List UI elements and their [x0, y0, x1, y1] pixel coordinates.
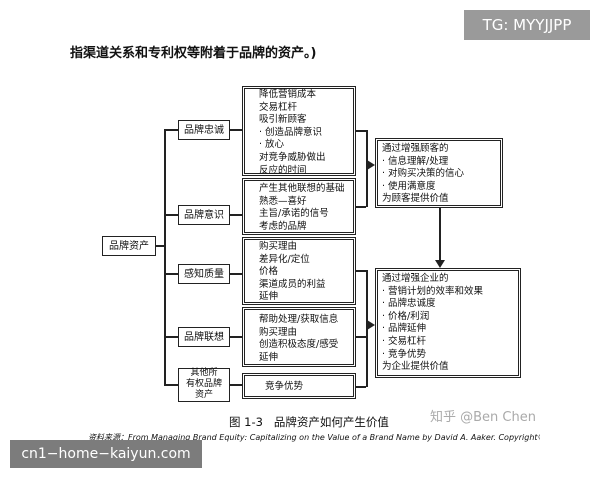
- category-label: 品牌忠诚: [184, 125, 224, 136]
- benefit-box-awareness: 产生其他联想的基础 熟悉—喜好 主旨/承诺的信号 考虑的品牌: [242, 178, 356, 235]
- benefit-text: 竞争优势: [265, 381, 304, 392]
- customer-value-box: 通过增强顾客的 · 信息理解/处理 · 对购买决策的信心 · 使用满意度 为顾客…: [375, 138, 503, 208]
- benefit-out-5: [356, 386, 366, 388]
- benefit-text: 购买理由 差异化/定位 价格 渠道成员的利益 延伸: [259, 241, 326, 303]
- firm-value-box: 通过增强企业的 · 营销计划的效率和效果 · 品牌忠诚度 · 价格/利润 · 品…: [375, 268, 521, 378]
- benefit-out-4: [356, 336, 366, 338]
- cat-to-benefit-5: [230, 384, 242, 386]
- customer-to-firm-line: [439, 208, 441, 262]
- root-box: 品牌资产: [102, 236, 156, 256]
- benefit-text: 产生其他联想的基础 熟悉—喜好 主旨/承诺的信号 考虑的品牌: [259, 183, 345, 232]
- category-brand-association: 品牌联想: [178, 327, 230, 347]
- figure-caption: 图 1-3 品牌资产如何产生价值: [229, 415, 389, 429]
- cat-to-benefit-3: [230, 273, 242, 275]
- benefit-box-association: 帮助处理/获取信息 购买理由 创造积极态度/感受 延伸: [242, 307, 356, 367]
- firm-value-text: 通过增强企业的 · 营销计划的效率和效果 · 品牌忠诚度 · 价格/利润 · 品…: [382, 273, 484, 373]
- benefit-out-1: [356, 130, 366, 132]
- cat-to-benefit-1: [230, 129, 242, 131]
- category-label: 品牌联想: [184, 332, 224, 343]
- category-brand-awareness: 品牌意识: [178, 205, 230, 225]
- intro-text: 指渠道关系和专利权等附着于品牌的资产。): [70, 46, 317, 61]
- cat-to-benefit-4: [230, 336, 242, 338]
- benefit-box-other: 竞争优势: [242, 373, 356, 399]
- benefit-out-2: [356, 206, 366, 208]
- arrow-customer-to-firm: [435, 260, 445, 268]
- root-connector: [156, 245, 164, 247]
- customer-value-text: 通过增强顾客的 · 信息理解/处理 · 对购买决策的信心 · 使用满意度 为顾客…: [382, 143, 465, 205]
- benefit-text: 降低营销成本 交易杠杆 吸引新顾客 · 创造品牌意识 · 放心 对竞争威胁做出 …: [259, 89, 326, 176]
- cat-to-benefit-2: [230, 214, 242, 216]
- category-label: 其他所 有权品牌 资产: [185, 368, 222, 400]
- arrow-to-customer: [367, 160, 375, 170]
- watermark-top-right: TG: MYYJJPP: [464, 10, 590, 40]
- category-other-assets: 其他所 有权品牌 资产: [178, 368, 230, 402]
- branch-2: [164, 214, 178, 216]
- branch-4: [164, 336, 178, 338]
- benefit-box-loyalty: 降低营销成本 交易杠杆 吸引新顾客 · 创造品牌意识 · 放心 对竞争威胁做出 …: [242, 86, 356, 176]
- category-label: 品牌意识: [184, 210, 224, 221]
- customer-arrow-shaft: [366, 164, 368, 166]
- category-perceived-quality: 感知质量: [178, 264, 230, 284]
- branch-3: [164, 273, 178, 275]
- firm-spine: [366, 270, 368, 387]
- category-spine: [164, 129, 166, 384]
- root-label: 品牌资产: [109, 241, 149, 252]
- branch-1: [164, 129, 178, 131]
- watermark-zhihu: 知乎 @Ben Chen: [430, 410, 536, 425]
- category-label: 感知质量: [184, 269, 224, 280]
- branch-5: [164, 384, 178, 386]
- customer-spine: [366, 130, 368, 207]
- category-brand-loyalty: 品牌忠诚: [178, 120, 230, 140]
- watermark-bottom-left: cn1−home−kaiyun.com: [10, 440, 202, 468]
- benefit-text: 帮助处理/获取信息 购买理由 创造积极态度/感受 延伸: [259, 314, 339, 363]
- arrow-to-firm: [367, 320, 375, 330]
- benefit-box-quality: 购买理由 差异化/定位 价格 渠道成员的利益 延伸: [242, 237, 356, 305]
- source-note: 资料来源：From Managing Brand Equity: Capital…: [88, 433, 540, 442]
- benefit-out-3: [356, 270, 366, 272]
